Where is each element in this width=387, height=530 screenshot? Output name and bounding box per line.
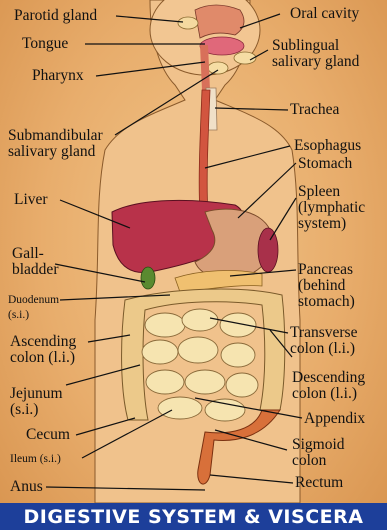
- submandibular-gland-shape: [208, 62, 228, 74]
- label-oral-cavity: Oral cavity: [290, 6, 359, 22]
- title-banner: DIGESTIVE SYSTEM & VISCERA: [0, 503, 387, 530]
- label-ileum: Ileum (s.i.): [10, 453, 61, 466]
- label-parotid-gland: Parotid gland: [14, 8, 97, 24]
- gallbladder-shape: [141, 267, 155, 289]
- label-sublingual-salivary-gland: Sublingual salivary gland: [272, 38, 359, 70]
- label-esophagus: Esophagus: [294, 138, 361, 154]
- label-submandibular-salivary-gland: Submandibular salivary gland: [8, 128, 103, 160]
- label-liver: Liver: [14, 192, 48, 208]
- label-trachea: Trachea: [290, 102, 339, 118]
- label-pharynx: Pharynx: [32, 68, 84, 84]
- spleen-shape: [258, 228, 278, 272]
- label-gallbladder: Gall- bladder: [12, 246, 58, 278]
- label-stomach: Stomach: [298, 156, 352, 172]
- label-ascending-colon: Ascending colon (l.i.): [10, 334, 76, 366]
- label-sigmoid-colon: Sigmoid colon: [292, 437, 345, 469]
- label-duodenum-note: (s.i.): [8, 309, 29, 322]
- label-spleen: Spleen (lymphatic system): [298, 184, 365, 232]
- label-tongue: Tongue: [22, 36, 68, 52]
- label-pancreas: Pancreas (behind stomach): [298, 262, 355, 310]
- label-descending-colon: Descending colon (l.i.): [292, 370, 365, 402]
- label-appendix: Appendix: [304, 411, 365, 427]
- label-rectum: Rectum: [295, 475, 343, 491]
- label-anus: Anus: [10, 479, 43, 495]
- parotid-gland-shape: [178, 17, 198, 29]
- label-cecum: Cecum: [26, 427, 70, 443]
- label-transverse-colon: Transverse colon (l.i.): [290, 325, 357, 357]
- label-jejunum: Jejunum (s.i.): [10, 386, 63, 418]
- label-duodenum: Duodenum: [8, 294, 59, 307]
- banner-title: DIGESTIVE SYSTEM & VISCERA: [24, 506, 364, 528]
- nasal-cavity: [195, 5, 244, 38]
